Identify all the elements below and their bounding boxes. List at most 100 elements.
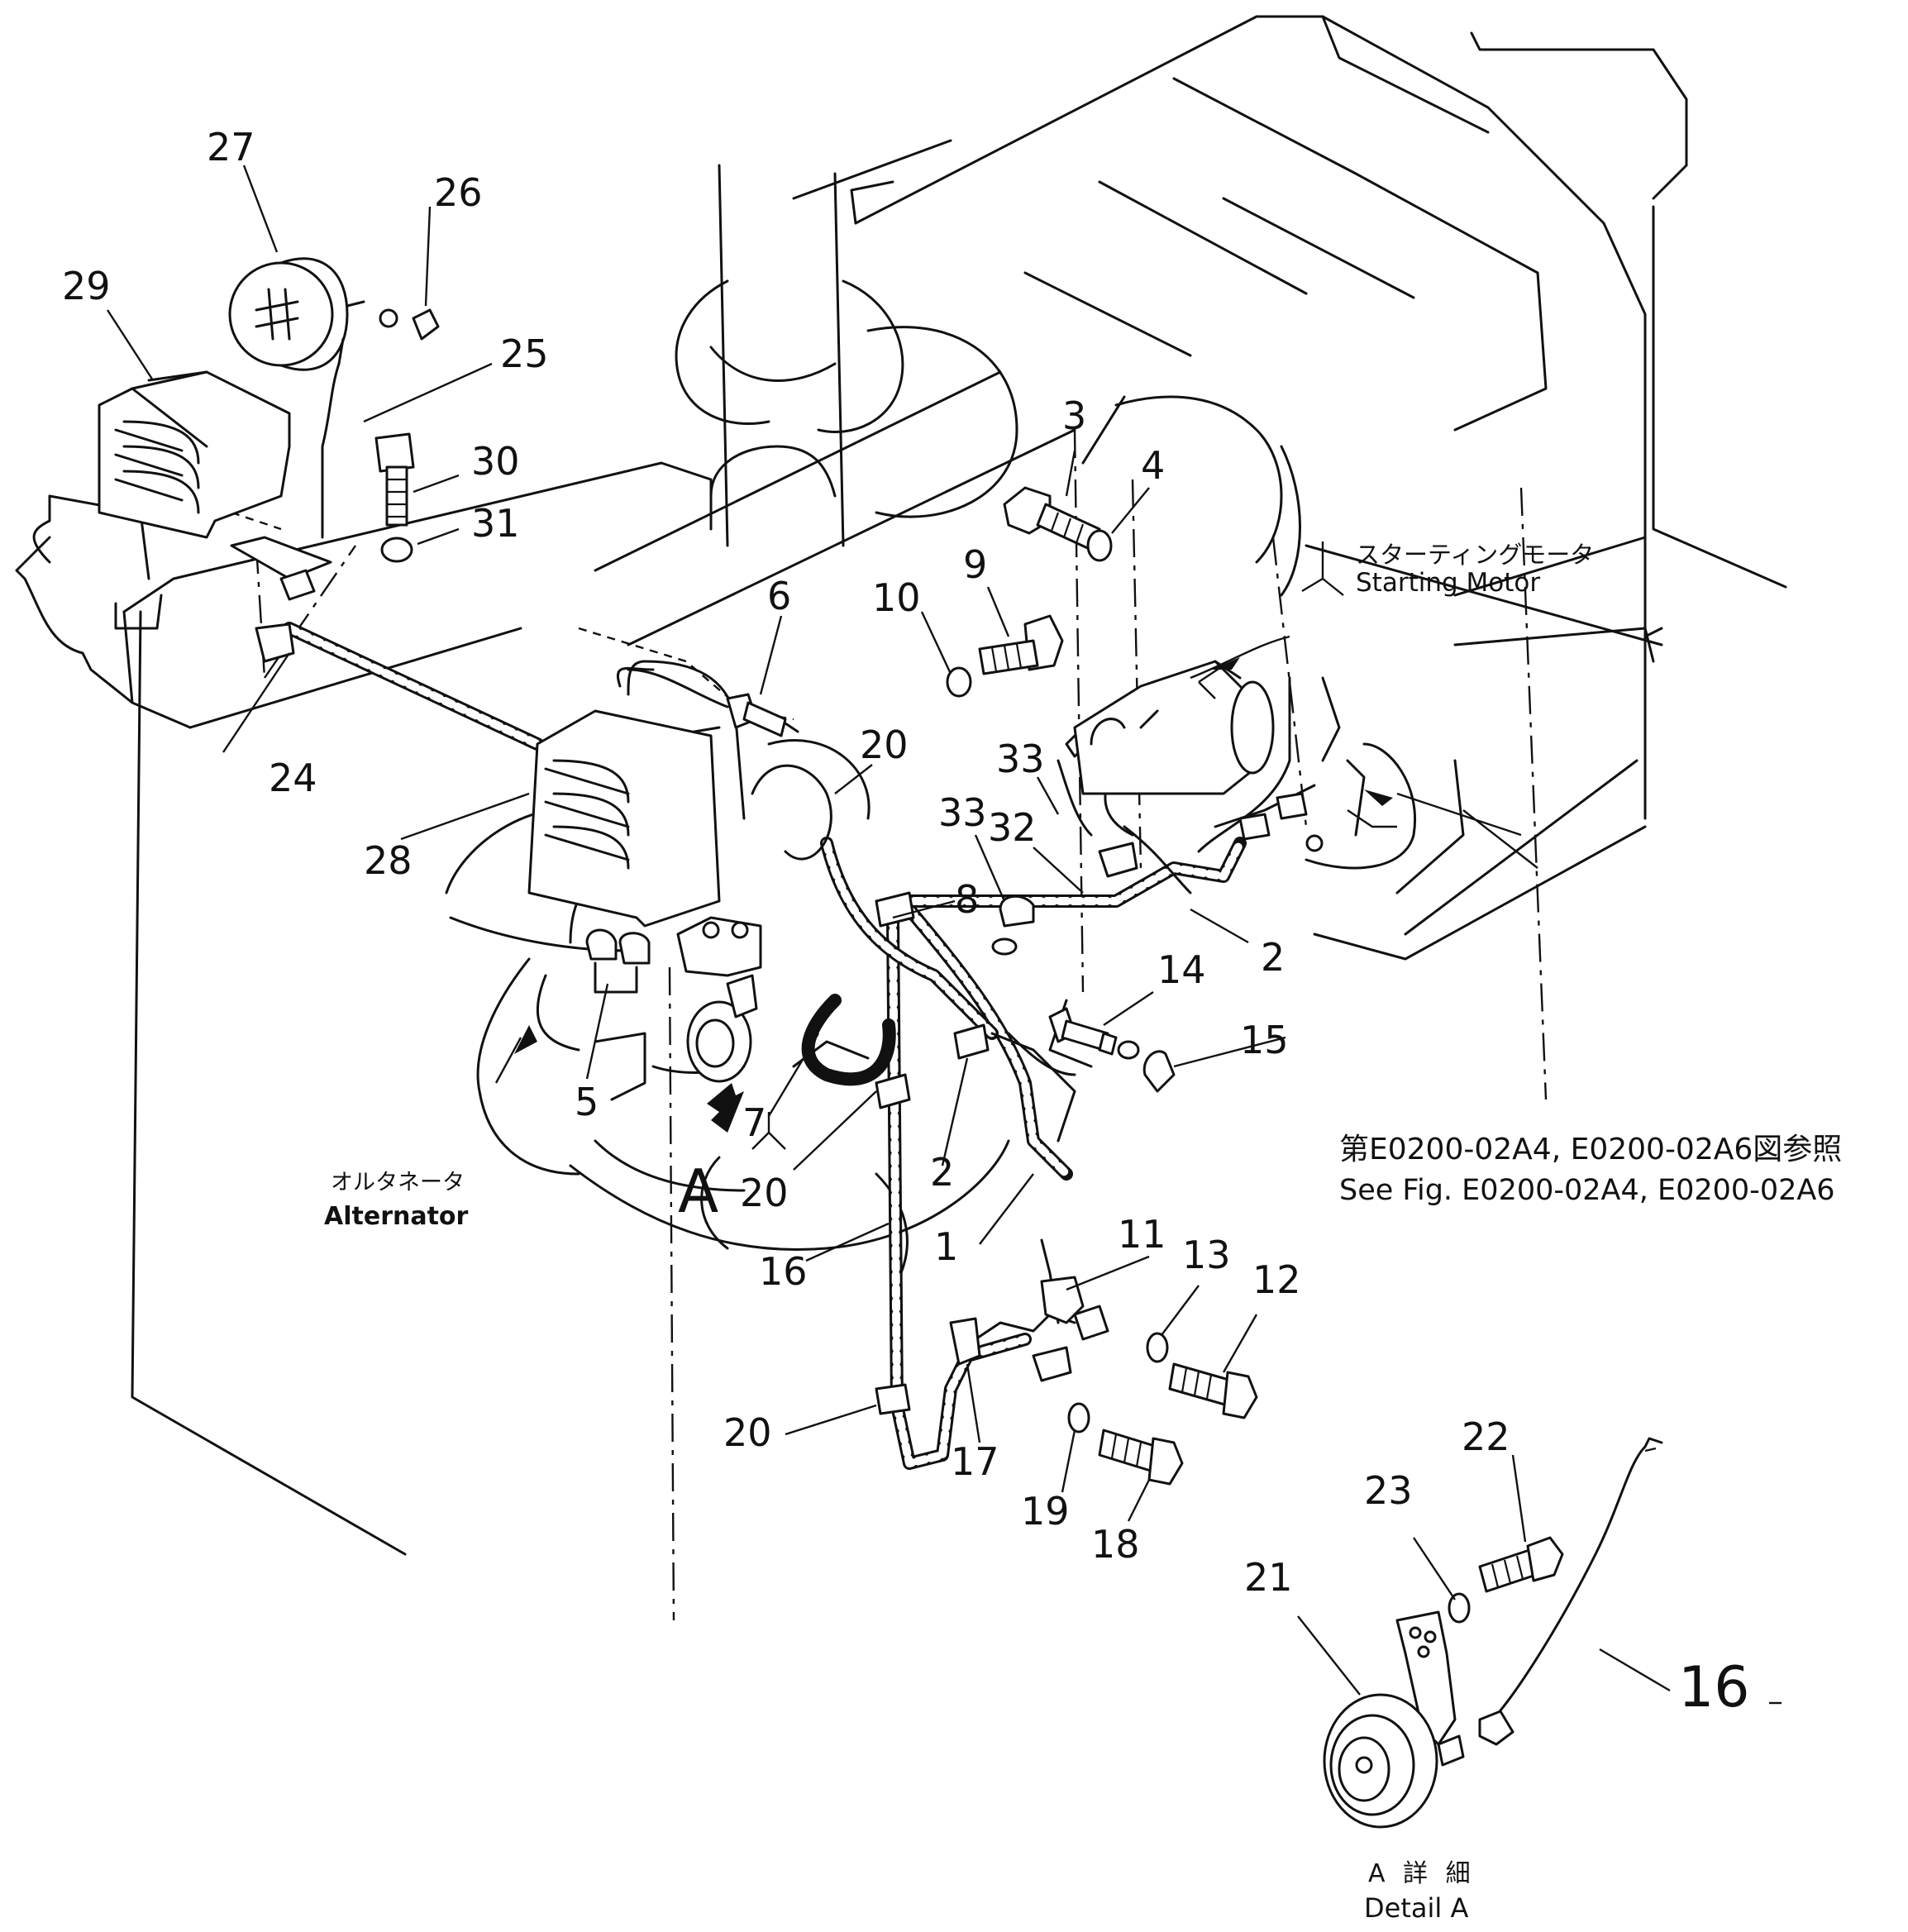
callout-20: 20 xyxy=(740,1171,789,1215)
callout-25: 25 xyxy=(500,332,549,376)
washer-icon xyxy=(1117,1040,1140,1060)
callout-30: 30 xyxy=(471,439,520,484)
callout-18: 18 xyxy=(1091,1522,1140,1567)
connector-icon xyxy=(255,623,295,663)
callout-8: 8 xyxy=(955,877,980,922)
bracket-icon xyxy=(949,1317,981,1366)
washer-icon xyxy=(1086,529,1113,562)
cap-icon xyxy=(999,894,1035,928)
washer-icon xyxy=(1448,1592,1471,1624)
washer-icon xyxy=(379,308,398,328)
callout-3: 3 xyxy=(1062,394,1087,438)
connector-icon xyxy=(279,569,316,601)
callout-29: 29 xyxy=(62,264,111,308)
washer-icon xyxy=(946,666,972,698)
connector-icon xyxy=(1032,1346,1072,1382)
callout-12: 12 xyxy=(1252,1257,1301,1302)
terminal-icon xyxy=(702,921,720,939)
terminal-icon xyxy=(1305,834,1324,852)
bracket-icon xyxy=(230,536,332,580)
cap-icon xyxy=(618,932,651,965)
arrow-a-icon xyxy=(707,1083,744,1133)
relay-icon xyxy=(676,916,762,977)
connector-icon xyxy=(1073,1305,1109,1341)
clamp-icon xyxy=(875,1073,911,1109)
callout-16-detail: 16 xyxy=(1678,1655,1750,1720)
starting-motor-label-en: Starting Motor xyxy=(1356,568,1541,598)
sensor-icon xyxy=(1048,1007,1118,1056)
terminal-icon xyxy=(991,937,1018,956)
callout-26: 26 xyxy=(434,170,483,215)
cap-icon xyxy=(585,928,618,961)
lamp-guard-icon xyxy=(98,370,291,539)
callout-27: 27 xyxy=(207,125,255,169)
bolt-icon xyxy=(1478,1536,1564,1593)
nut-icon xyxy=(1142,1050,1176,1093)
callout-6: 6 xyxy=(767,574,792,618)
washer-icon xyxy=(1067,1402,1090,1433)
see-fig-label-en: See Fig. E0200-02A4, E0200-02A6 xyxy=(1339,1174,1835,1207)
horn-icon xyxy=(686,974,758,1083)
leader-lines xyxy=(106,165,1782,1705)
detail-a-label-en: Detail A xyxy=(1364,1892,1469,1924)
see-fig-label-jp: 第E0200-02A4, E0200-02A6図参照 xyxy=(1339,1133,1843,1166)
clamp-icon xyxy=(875,1383,911,1415)
detail-a-label-jp: A 詳 細 xyxy=(1368,1859,1476,1888)
callout-2: 2 xyxy=(930,1150,955,1195)
lamp-guard-icon xyxy=(527,709,721,928)
connector-icon xyxy=(1238,813,1271,841)
starting-motor-icon xyxy=(1073,660,1275,795)
callout-2: 2 xyxy=(1261,935,1286,980)
callout-14: 14 xyxy=(1157,947,1206,992)
connector-icon xyxy=(1478,1710,1514,1746)
callout-9: 9 xyxy=(963,542,988,587)
bolt-icon xyxy=(1098,1429,1184,1486)
callout-22: 22 xyxy=(1462,1414,1510,1459)
callout-15: 15 xyxy=(1240,1018,1289,1062)
bolt-icon xyxy=(374,432,415,527)
sensor-icon xyxy=(627,668,799,737)
horn-cable xyxy=(1495,1437,1663,1717)
bolt-icon xyxy=(1003,486,1101,551)
nut-icon xyxy=(1098,842,1138,878)
callout-7: 7 xyxy=(742,1100,767,1145)
bolt-icon xyxy=(1168,1362,1258,1419)
callout-28: 28 xyxy=(364,838,413,883)
callout-10: 10 xyxy=(872,575,921,620)
connector-icon xyxy=(1276,792,1308,820)
callout-16: 16 xyxy=(759,1249,808,1294)
callout-11: 11 xyxy=(1118,1212,1166,1257)
work-lamp-icon xyxy=(228,257,365,371)
terminal-icon xyxy=(731,921,749,939)
callout-33: 33 xyxy=(938,790,987,835)
callout-4: 4 xyxy=(1141,443,1166,488)
washer-icon xyxy=(380,537,413,563)
bolt-icon xyxy=(978,614,1064,675)
part-shapes xyxy=(98,257,1663,1829)
lamp-cable xyxy=(321,362,341,539)
detail-marker-a: A xyxy=(678,1157,719,1226)
washer-icon xyxy=(1146,1332,1169,1363)
callout-21: 21 xyxy=(1244,1555,1293,1600)
starting-motor-label-jp: スターティングモータ xyxy=(1356,541,1595,569)
callout-33: 33 xyxy=(996,737,1045,781)
callout-32: 32 xyxy=(988,805,1037,850)
callout-13: 13 xyxy=(1182,1233,1231,1277)
callout-24: 24 xyxy=(269,756,317,800)
callout-20: 20 xyxy=(860,723,909,767)
alternator-label-en: Alternator xyxy=(324,1202,469,1231)
callout-5: 5 xyxy=(575,1080,599,1124)
callout-31: 31 xyxy=(471,501,520,546)
callout-1: 1 xyxy=(934,1224,959,1269)
clamp-icon xyxy=(953,1023,990,1060)
callout-17: 17 xyxy=(951,1439,999,1484)
callout-23: 23 xyxy=(1364,1468,1413,1513)
alternator-label-jp: オルタネータ xyxy=(331,1170,465,1195)
callout-19: 19 xyxy=(1021,1489,1070,1534)
clamp-icon xyxy=(875,891,915,928)
horn-detail-icon xyxy=(1323,1610,1465,1829)
nut-icon xyxy=(412,308,440,341)
callout-20: 20 xyxy=(723,1410,772,1455)
